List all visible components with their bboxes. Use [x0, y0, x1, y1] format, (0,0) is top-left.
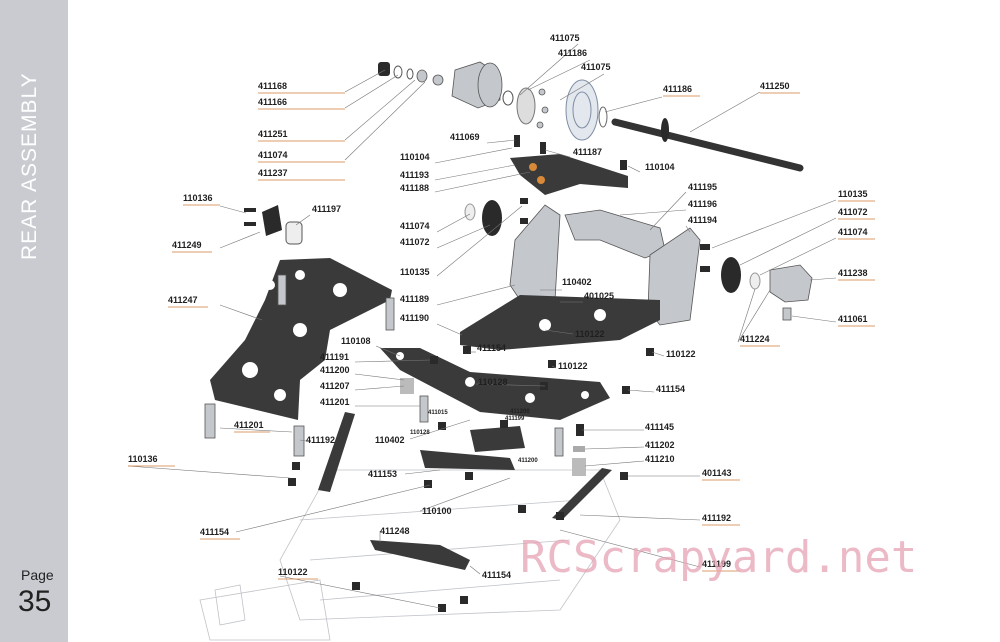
- part-label: 411201: [320, 397, 350, 407]
- part-label: 110402: [375, 435, 405, 445]
- part-label: 110108: [341, 336, 371, 346]
- leader-lines: [127, 43, 837, 609]
- part-label: 110135: [838, 189, 868, 199]
- small-part-labels: 411015 110128 411200 411199 411200: [410, 409, 538, 464]
- bulkhead-plate: [460, 295, 660, 350]
- part-label: 411166: [258, 97, 287, 107]
- part-label: 110135: [400, 267, 430, 277]
- body-mount-bracket: [244, 205, 303, 245]
- part-label: 411187: [573, 147, 602, 157]
- part-label: 411195: [688, 182, 717, 192]
- part-label: 411201: [234, 420, 264, 430]
- part-label: 110122: [278, 567, 308, 577]
- part-label: 110128: [478, 377, 508, 387]
- part-label: 411188: [400, 183, 429, 193]
- part-label: 411145: [645, 422, 674, 432]
- part-label: 411168: [258, 81, 287, 91]
- part-label: 411251: [258, 129, 288, 139]
- small-part-label: 411199: [505, 416, 525, 422]
- part-label: 411247: [168, 295, 198, 305]
- part-label: 110122: [575, 329, 605, 339]
- part-label: 411196: [688, 199, 717, 209]
- part-label: 110136: [183, 193, 213, 203]
- part-label: 411189: [400, 294, 429, 304]
- part-label: 411072: [838, 207, 868, 217]
- upper-bracket: [510, 135, 628, 195]
- part-label: 411061: [838, 314, 868, 324]
- part-label: 411197: [312, 204, 341, 214]
- part-label: 411186: [558, 48, 587, 58]
- part-label: 110122: [558, 361, 588, 371]
- watermark: RCScrapyard.net: [520, 532, 917, 583]
- part-label: 110104: [400, 152, 430, 162]
- part-label: 411153: [368, 469, 397, 479]
- part-label: 411194: [688, 215, 717, 225]
- part-label: 411192: [306, 435, 335, 445]
- part-label: 411074: [838, 227, 868, 237]
- page-label: Page: [21, 567, 54, 583]
- bearing-left: [464, 198, 528, 236]
- part-label: 411154: [200, 527, 229, 537]
- part-label: 411199: [702, 559, 731, 569]
- part-label: 411190: [400, 313, 429, 323]
- exploded-parts-diagram: 411075 411186 411075 411168 411166 41118…: [127, 33, 917, 641]
- diff-assembly: [378, 61, 804, 172]
- part-label: 411074: [258, 150, 288, 160]
- part-label: 411200: [320, 365, 350, 375]
- part-label: 411069: [450, 132, 480, 142]
- part-label: 411210: [645, 454, 675, 464]
- part-label: 411202: [645, 440, 675, 450]
- part-labels: 411075 411186 411075 411168 411166 41118…: [128, 33, 868, 580]
- sidebar: REAR ASSEMBLY Page 35: [0, 0, 68, 642]
- part-label: 411237: [258, 168, 288, 178]
- label-underlines: [128, 92, 875, 580]
- part-label: 401143: [702, 468, 732, 478]
- part-label: 110122: [666, 349, 696, 359]
- part-label: 411249: [172, 240, 202, 250]
- part-label: 411075: [581, 62, 611, 72]
- part-label: 110104: [645, 162, 675, 172]
- small-part-label: 411015: [428, 410, 448, 416]
- small-part-label: 411200: [518, 458, 538, 464]
- wing-mount-plate: [204, 258, 395, 457]
- part-label: 401025: [584, 291, 614, 301]
- part-label: 411250: [760, 81, 790, 91]
- section-title: REAR ASSEMBLY: [18, 72, 41, 260]
- part-label: 411072: [400, 237, 430, 247]
- part-label: 411238: [838, 268, 868, 278]
- rear-bulkheads: [509, 204, 710, 326]
- page-number: 35: [18, 585, 52, 618]
- part-label: 110402: [562, 277, 592, 287]
- part-label: 411074: [400, 221, 430, 231]
- small-part-label: 411200: [510, 409, 530, 415]
- part-label: 411186: [663, 84, 692, 94]
- part-label: 411224: [740, 334, 770, 344]
- part-label: 411248: [380, 526, 410, 536]
- part-label: 110136: [128, 454, 158, 464]
- part-label: 411154: [477, 343, 506, 353]
- part-label: 411191: [320, 352, 349, 362]
- part-label: 411154: [656, 384, 685, 394]
- part-label: 411192: [702, 513, 731, 523]
- part-label: 110100: [422, 506, 452, 516]
- part-label: 411207: [320, 381, 350, 391]
- hub-right: [721, 257, 813, 321]
- part-label: 411154: [482, 570, 511, 580]
- part-label: 411075: [550, 33, 580, 43]
- small-part-label: 110128: [410, 430, 430, 436]
- linkage-arms: [318, 378, 612, 570]
- screws: [288, 346, 654, 612]
- part-label: 411193: [400, 170, 429, 180]
